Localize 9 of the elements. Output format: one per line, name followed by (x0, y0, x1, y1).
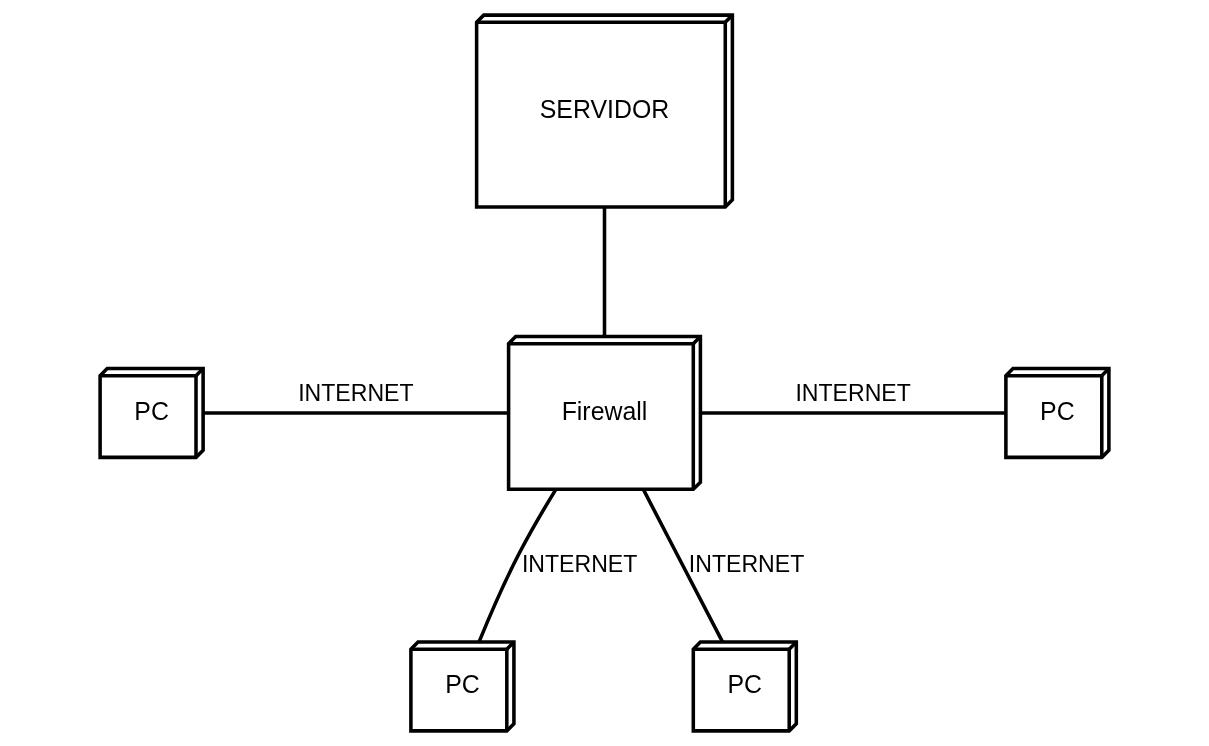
connector (203, 411, 509, 415)
connector (700, 411, 1006, 415)
connector (642, 489, 725, 643)
edge-label: INTERNET (298, 380, 414, 407)
connector (602, 207, 607, 337)
edge-label: INTERNET (688, 550, 805, 577)
edge-label: INTERNET (795, 380, 911, 407)
connector (477, 488, 558, 643)
edge-label: INTERNET (521, 550, 638, 577)
